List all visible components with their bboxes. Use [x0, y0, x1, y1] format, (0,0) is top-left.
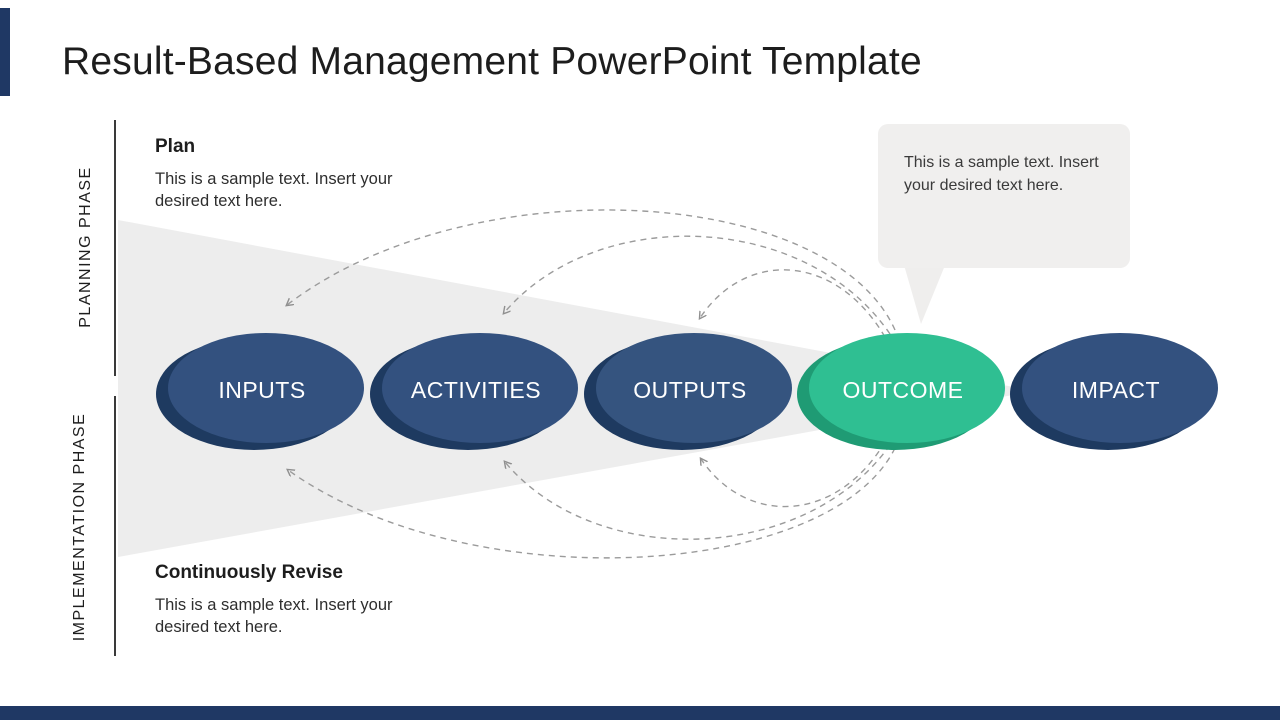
stage-outputs — [584, 333, 792, 450]
feedback-arc-top-middle — [504, 235, 891, 335]
plan-body-text: This is a sample text. Insert your desir… — [155, 170, 393, 211]
feedback-arc-top-inner — [700, 269, 886, 338]
slide-title: Result-Based Management PowerPoint Templ… — [62, 40, 922, 83]
callout-tail — [902, 258, 948, 324]
implementation-phase-label: IMPLEMENTATION PHASE — [71, 412, 88, 642]
phase-divider-line-top — [114, 120, 116, 376]
stage-ellipse[interactable] — [809, 333, 1005, 443]
accent-bar — [0, 8, 10, 96]
callout-bubble — [878, 124, 1130, 268]
callout-text: This is a sample text. Insert your desir… — [904, 154, 1099, 194]
stage-activities — [370, 333, 578, 450]
revise-heading: Continuously Revise — [155, 562, 343, 583]
stage-label-activities[interactable]: ACTIVITIES — [410, 377, 542, 403]
phase-divider-line-bottom — [114, 396, 116, 656]
revise-body-text: This is a sample text. Insert your desir… — [155, 596, 393, 637]
planning-phase-label: PLANNING PHASE — [77, 166, 94, 328]
plan-heading: Plan — [155, 136, 196, 157]
feedback-arc-bottom-middle — [505, 444, 891, 540]
stage-ellipse[interactable] — [168, 333, 364, 443]
stage-label-inputs[interactable]: INPUTS — [218, 377, 306, 403]
stage-label-outputs[interactable]: OUTPUTS — [633, 377, 747, 403]
stage-label-impact[interactable]: IMPACT — [1071, 377, 1161, 403]
stage-ellipse[interactable] — [596, 333, 792, 443]
feedback-arc-bottom-inner — [701, 441, 886, 508]
stage-label-outcome[interactable]: OUTCOME — [842, 377, 964, 403]
stage-inputs — [156, 333, 364, 450]
stage-impact — [1010, 333, 1218, 450]
stage-outcome — [797, 333, 1005, 450]
feedback-arc-bottom-outer — [288, 447, 896, 559]
feedback-arc-top-outer — [287, 209, 896, 331]
stage-ellipse[interactable] — [1022, 333, 1218, 443]
stage-ellipse[interactable] — [382, 333, 578, 443]
footer-bar — [0, 706, 1280, 720]
